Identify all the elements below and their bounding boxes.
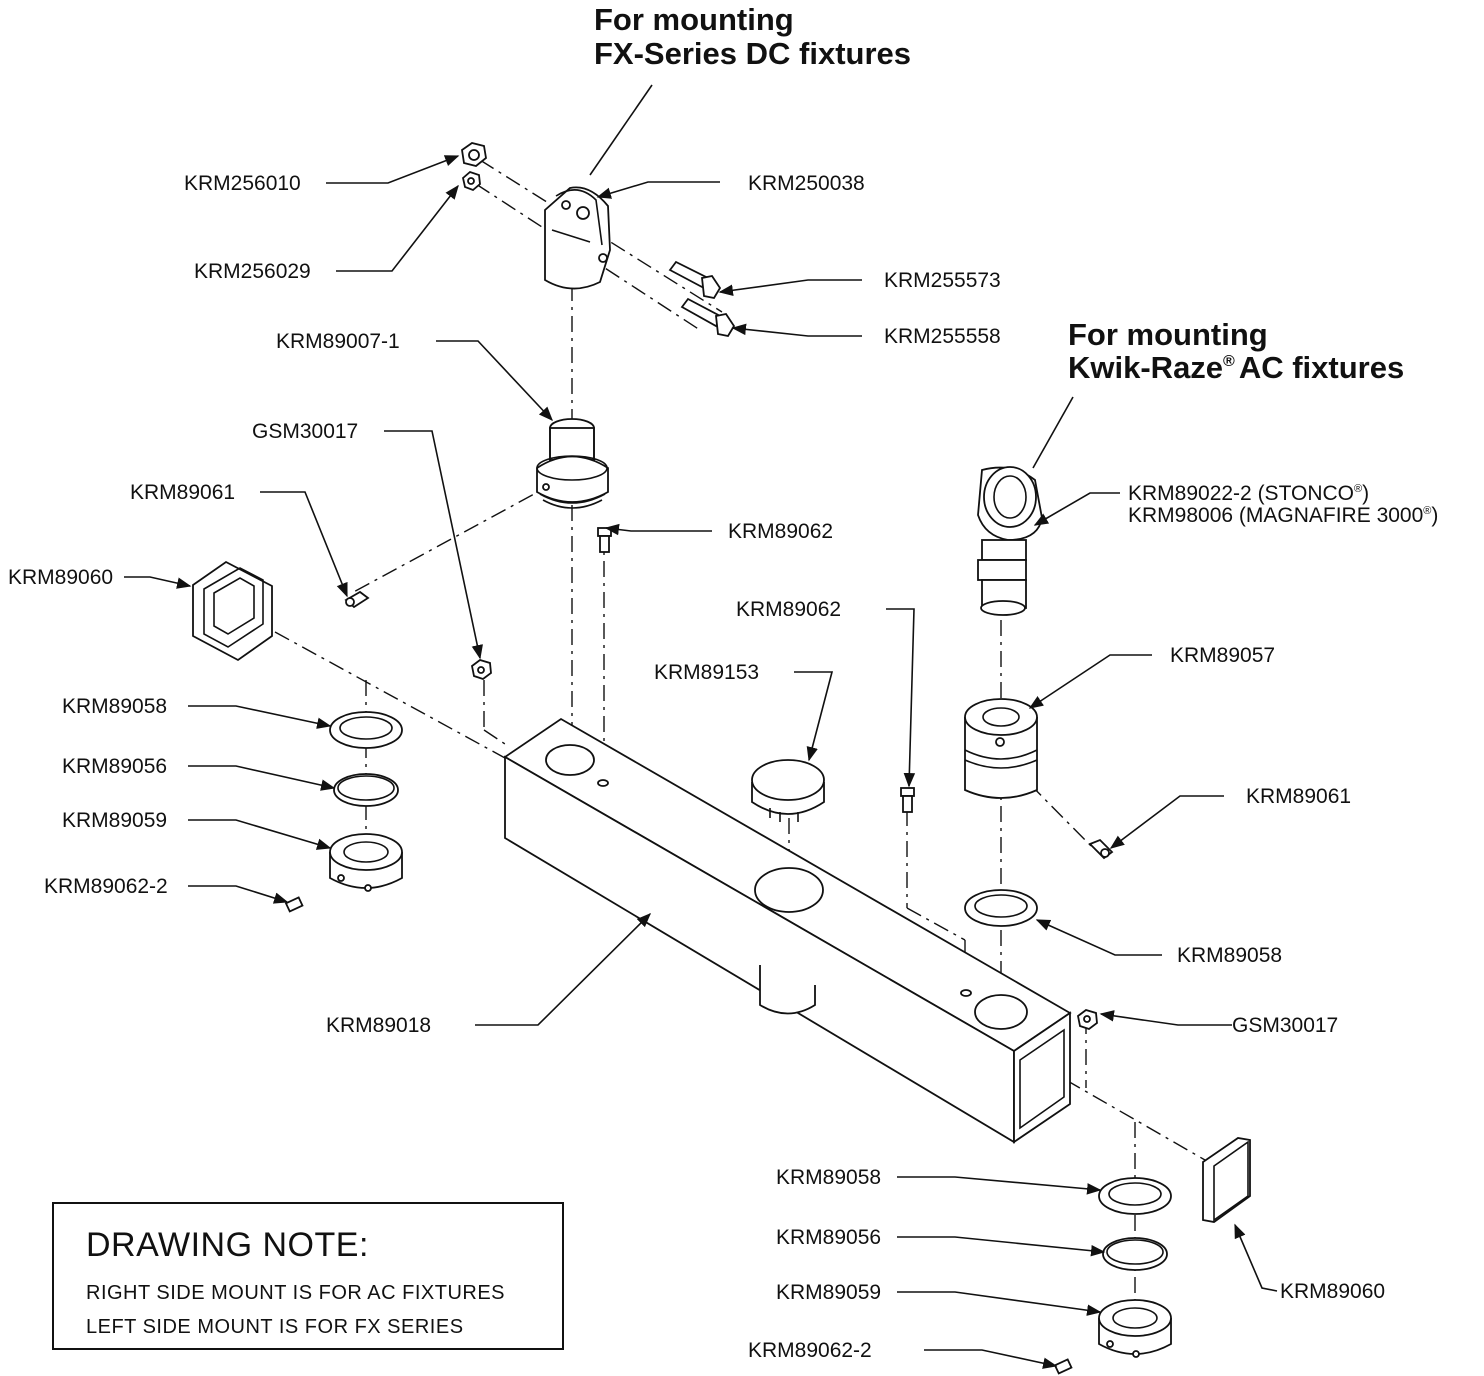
ac-heading-brand: Kwik-Raze: [1068, 350, 1223, 385]
label-krm89058-left: KRM89058: [62, 695, 167, 718]
washer-krm89058-right: [964, 889, 1038, 927]
label-krm89059-left: KRM89059: [62, 809, 167, 832]
label-krm256010: KRM256010: [184, 172, 301, 195]
drawing-note-box: DRAWING NOTE: RIGHT SIDE MOUNT IS FOR AC…: [52, 1202, 564, 1350]
washer-krm89058-bottom: [1098, 1177, 1172, 1215]
label-krm89153: KRM89153: [654, 661, 759, 684]
setscrew-krm89062-2-bottom: [1053, 1358, 1073, 1375]
adapter-krm89057: [964, 698, 1038, 799]
fx-heading-line1: For mounting: [594, 2, 794, 37]
main-tube: [503, 717, 1072, 1144]
drawing-note-line-1: RIGHT SIDE MOUNT IS FOR AC FIXTURES: [86, 1282, 506, 1304]
screw-krm89061-left: [344, 590, 370, 609]
label-krm255573: KRM255573: [884, 269, 1001, 292]
ac-heading-pointer: [1032, 396, 1074, 469]
collar-krm89059-left: [329, 833, 403, 892]
setscrew-krm89062-2-left: [284, 896, 304, 913]
centerlines: [274, 159, 1206, 1360]
plug-krm89153: [751, 759, 825, 822]
leader-lines: [124, 155, 1278, 1369]
ac-heading-rest: AC fixtures: [1239, 350, 1404, 385]
fx-bracket: [544, 186, 611, 290]
screw-krm89061-right: [1088, 838, 1114, 860]
label-krm89060-left: KRM89060: [8, 566, 113, 589]
label-krm89060-right: KRM89060: [1280, 1280, 1385, 1303]
label-krm89057: KRM89057: [1170, 644, 1275, 667]
label-krm98006: KRM98006 (MAGNAFIRE 3000®): [1128, 504, 1438, 527]
label-krm89058-right: KRM89058: [1177, 944, 1282, 967]
adapter-krm89007-1: [536, 418, 609, 509]
bolt-krm255573: [668, 260, 722, 300]
ac-adapter-krm89022-2: [977, 466, 1043, 616]
label-krm89056-bottom: KRM89056: [776, 1226, 881, 1249]
fx-heading-pointer: [589, 84, 653, 176]
label-krm89059-bottom: KRM89059: [776, 1281, 881, 1304]
label-gsm30017-left: GSM30017: [252, 420, 358, 443]
nut-krm256029: [462, 170, 481, 192]
label-krm89058-bottom: KRM89058: [776, 1166, 881, 1189]
ac-heading-line1: For mounting: [1068, 317, 1268, 352]
end-cap-left: [192, 560, 273, 662]
ac-heading-reg-mark: ®: [1223, 353, 1235, 370]
part-labels: KRM256010 KRM250038 KRM256029 KRM255573 …: [8, 172, 1438, 1362]
ring-krm89056-left: [333, 773, 399, 807]
label-krm250038: KRM250038: [748, 172, 865, 195]
collar-krm89059-bottom: [1098, 1299, 1172, 1358]
label-krm256029: KRM256029: [194, 260, 311, 283]
washer-krm89058-left: [329, 711, 403, 749]
label-krm89061-right: KRM89061: [1246, 785, 1351, 808]
screw-krm89062-top: [597, 527, 612, 553]
ac-heading-line2: Kwik-Raze®AC fixtures: [1068, 350, 1404, 385]
label-krm89056-left: KRM89056: [62, 755, 167, 778]
label-krm89062-mid: KRM89062: [736, 598, 841, 621]
drawing-note-line-2: LEFT SIDE MOUNT IS FOR FX SERIES: [86, 1316, 464, 1338]
nut-gsm30017-left: [471, 659, 492, 681]
label-krm89022-2: KRM89022-2 (STONCO®): [1128, 482, 1369, 505]
bolt-krm255558: [680, 297, 736, 338]
label-krm89061-left: KRM89061: [130, 481, 235, 504]
label-krm255558: KRM255558: [884, 325, 1001, 348]
label-krm89062-2-bottom: KRM89062-2: [748, 1339, 872, 1362]
end-cap-right: [1202, 1137, 1251, 1223]
label-krm89062-top: KRM89062: [728, 520, 833, 543]
label-krm89018: KRM89018: [326, 1014, 431, 1037]
nut-krm256010: [461, 142, 487, 167]
label-krm89062-2-left: KRM89062-2: [44, 875, 168, 898]
label-gsm30017-right: GSM30017: [1232, 1014, 1338, 1037]
screw-krm89062-mid: [900, 787, 915, 813]
nut-gsm30017-right: [1077, 1009, 1098, 1031]
label-krm89007-1: KRM89007-1: [276, 330, 400, 353]
fx-heading-line2: FX-Series DC fixtures: [594, 36, 911, 71]
drawing-note-title: DRAWING NOTE:: [86, 1226, 369, 1264]
ring-krm89056-bottom: [1102, 1237, 1168, 1271]
